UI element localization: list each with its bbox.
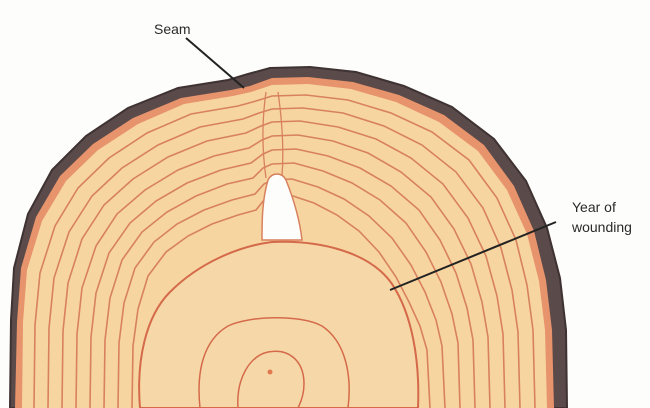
pith: [268, 370, 273, 375]
seam-leader-line: [186, 38, 244, 88]
year-of-wounding-label-line1: Year of: [572, 199, 616, 215]
seam-label: Seam: [154, 21, 191, 37]
year-of-wounding-label-line2: wounding: [571, 219, 632, 235]
